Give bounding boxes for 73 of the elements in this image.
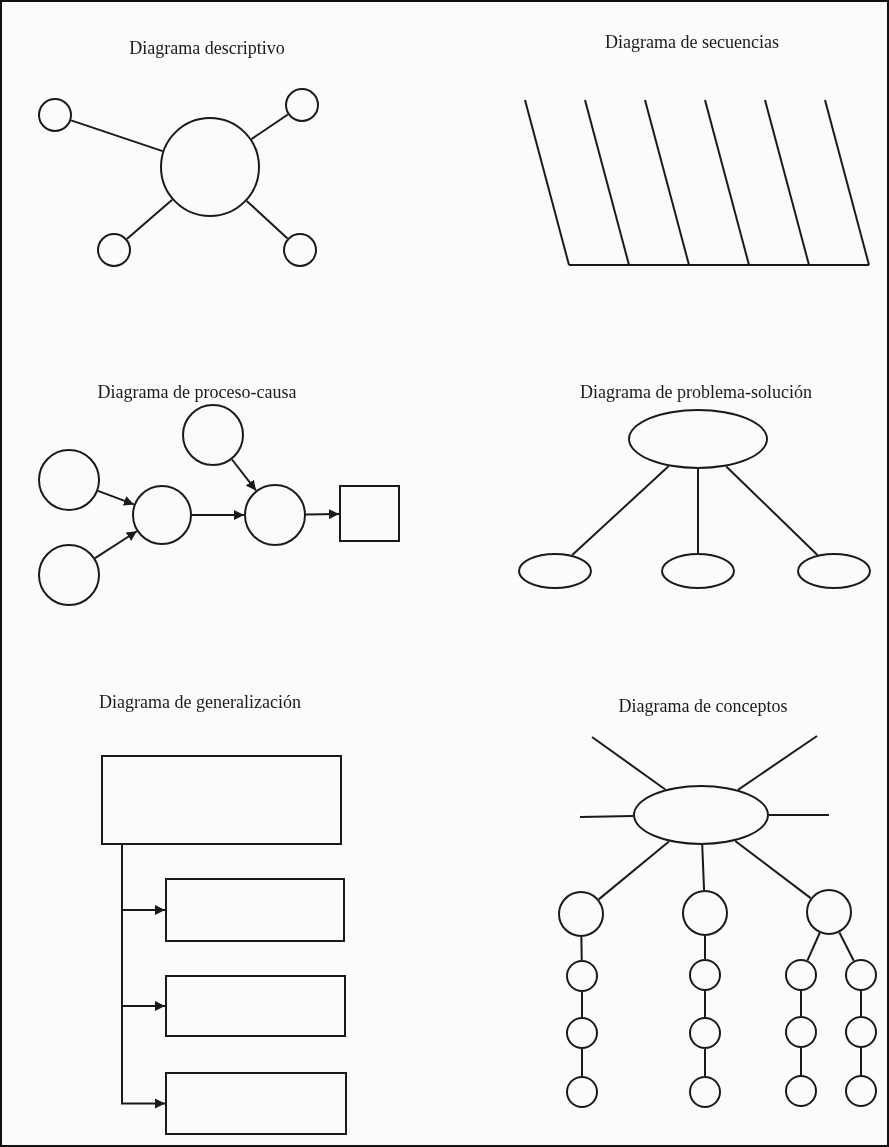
circle-node bbox=[566, 1076, 598, 1108]
arrow bbox=[97, 489, 135, 506]
connector-line bbox=[704, 1048, 706, 1077]
rectangle-node bbox=[165, 1072, 347, 1135]
connector-line bbox=[838, 931, 855, 962]
circle-node bbox=[845, 959, 877, 991]
arrow bbox=[305, 509, 340, 520]
circle-node bbox=[845, 1075, 877, 1107]
section-label: Diagrama de secuencias bbox=[605, 32, 779, 53]
circle-node bbox=[845, 1016, 877, 1048]
circle-node bbox=[283, 233, 317, 267]
rectangle-node bbox=[101, 755, 342, 845]
circle-node bbox=[38, 544, 100, 606]
ellipse-node bbox=[797, 553, 871, 589]
circle-node bbox=[785, 959, 817, 991]
connector-line bbox=[579, 815, 635, 818]
circle-node bbox=[38, 449, 100, 511]
circle-node bbox=[689, 959, 721, 991]
circle-node bbox=[566, 1017, 598, 1049]
connector-line bbox=[581, 1048, 583, 1077]
circle-node bbox=[689, 1017, 721, 1049]
arrow bbox=[94, 530, 138, 560]
circle-node bbox=[38, 98, 72, 132]
circle-node bbox=[689, 1076, 721, 1108]
circle-node bbox=[785, 1016, 817, 1048]
connector-line bbox=[597, 840, 670, 901]
connector-line bbox=[860, 1047, 862, 1076]
arrow bbox=[191, 510, 245, 520]
section-label: Diagrama de proceso-causa bbox=[97, 382, 297, 403]
connector-line bbox=[580, 936, 583, 961]
connector-line bbox=[800, 990, 802, 1017]
section-label: Diagrama de conceptos bbox=[618, 696, 788, 717]
section-label: Diagrama de problema-solución bbox=[580, 382, 812, 403]
circle-node bbox=[285, 88, 319, 122]
circle-node bbox=[558, 891, 604, 937]
circle-node bbox=[160, 117, 260, 217]
circle-node bbox=[182, 404, 244, 466]
connector-line bbox=[591, 736, 667, 791]
connector-line bbox=[701, 844, 706, 891]
circle-node bbox=[244, 484, 306, 546]
connector-line bbox=[581, 991, 583, 1018]
connector-line bbox=[725, 465, 819, 556]
rectangle-node bbox=[165, 878, 345, 942]
arrow bbox=[121, 844, 166, 1109]
connector-line bbox=[736, 735, 818, 791]
connector-line bbox=[734, 839, 812, 900]
ellipse-node bbox=[661, 553, 735, 589]
circle-node bbox=[132, 485, 192, 545]
section-label: Diagrama descriptivo bbox=[129, 38, 285, 59]
rectangle-node bbox=[339, 485, 400, 542]
connector-line bbox=[806, 932, 821, 962]
connector-line bbox=[860, 990, 862, 1017]
circle-node bbox=[785, 1075, 817, 1107]
connector-line bbox=[800, 1047, 802, 1076]
connector-line bbox=[70, 119, 164, 153]
circle-node bbox=[566, 960, 598, 992]
connector-line bbox=[704, 935, 706, 960]
rectangle-node bbox=[165, 975, 346, 1037]
connector-line bbox=[571, 465, 670, 557]
connector-line bbox=[768, 814, 830, 816]
connector-line bbox=[245, 199, 289, 240]
connector-line bbox=[250, 113, 289, 141]
circle-node bbox=[806, 889, 852, 935]
ellipse-node bbox=[628, 409, 768, 469]
connector-line bbox=[704, 990, 706, 1018]
circle-node bbox=[97, 233, 131, 267]
arrow bbox=[231, 458, 257, 492]
circle-node bbox=[682, 890, 728, 936]
ellipse-node bbox=[633, 785, 769, 845]
ellipse-node bbox=[518, 553, 592, 589]
section-label: Diagrama de generalización bbox=[99, 692, 301, 713]
connector-line bbox=[697, 468, 699, 554]
connector-line bbox=[125, 198, 174, 240]
